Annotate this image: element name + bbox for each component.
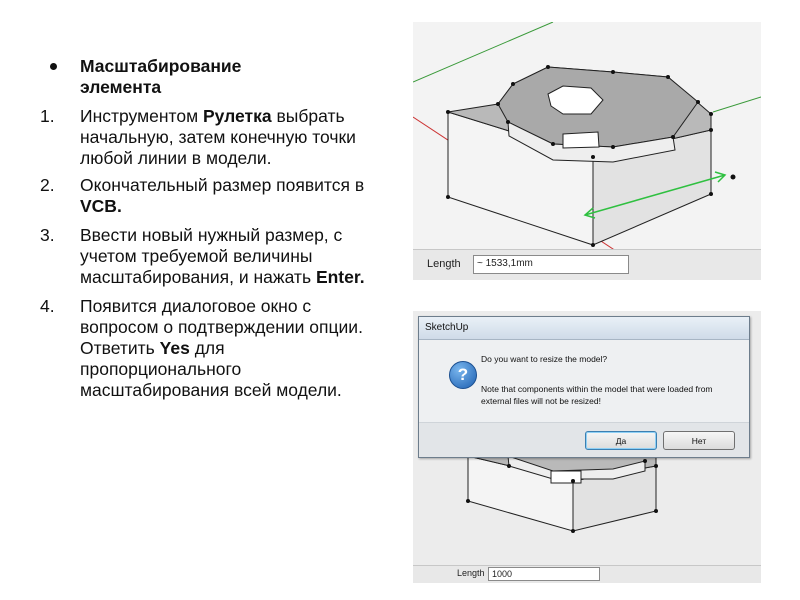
model-notch [562, 131, 600, 149]
yes-button[interactable]: Да [585, 431, 657, 450]
dialog-title: SketchUp [419, 317, 749, 340]
vcb-input[interactable]: 1000 [488, 567, 600, 581]
tape-arrow-head-end [714, 171, 727, 183]
resize-model-dialog: SketchUp ? Do you want to resize the mod… [418, 316, 750, 458]
model-ring-side [507, 455, 646, 480]
dialog-note: Note that components within the model th… [481, 384, 713, 406]
tape-measure-line [584, 174, 726, 216]
vcb-label: Length [427, 258, 461, 270]
vcb-label: Length [457, 568, 485, 578]
question-icon: ? [449, 361, 477, 389]
sketchup-viewport-tape: Length ~ 1533,1mm [413, 22, 761, 280]
no-button[interactable]: Нет [663, 431, 735, 450]
model-hole [547, 85, 604, 115]
status-bar: Length ~ 1533,1mm [413, 249, 761, 280]
dialog-footer: Да Нет [419, 422, 749, 457]
bullet-icon [50, 63, 57, 70]
instruction-step-1: 1. Инструментом Рулетка выбрать начальну… [40, 106, 356, 168]
dialog-question: Do you want to resize the model? [481, 354, 608, 364]
instruction-step-4: 4. Появится диалоговое окно с вопросом о… [40, 296, 363, 400]
instruction-step-3: 3. Ввести новый нужный размер, с учетом … [40, 225, 365, 287]
model-viewport [413, 22, 761, 250]
axis-green [413, 22, 554, 83]
vcb-input[interactable]: ~ 1533,1mm [473, 255, 629, 274]
tape-endpoint [730, 174, 736, 180]
dialog-body: ? Do you want to resize the model? Note … [419, 340, 749, 457]
status-bar: Length 1000 [413, 565, 761, 583]
sketchup-viewport-resize: SketchUp ? Do you want to resize the mod… [413, 311, 761, 583]
instruction-step-2: 2. Окончательный размер появится в VCB. [40, 175, 365, 216]
axis-green [712, 96, 761, 113]
tape-arrow-head-start [583, 207, 596, 219]
model-notch [550, 470, 582, 484]
